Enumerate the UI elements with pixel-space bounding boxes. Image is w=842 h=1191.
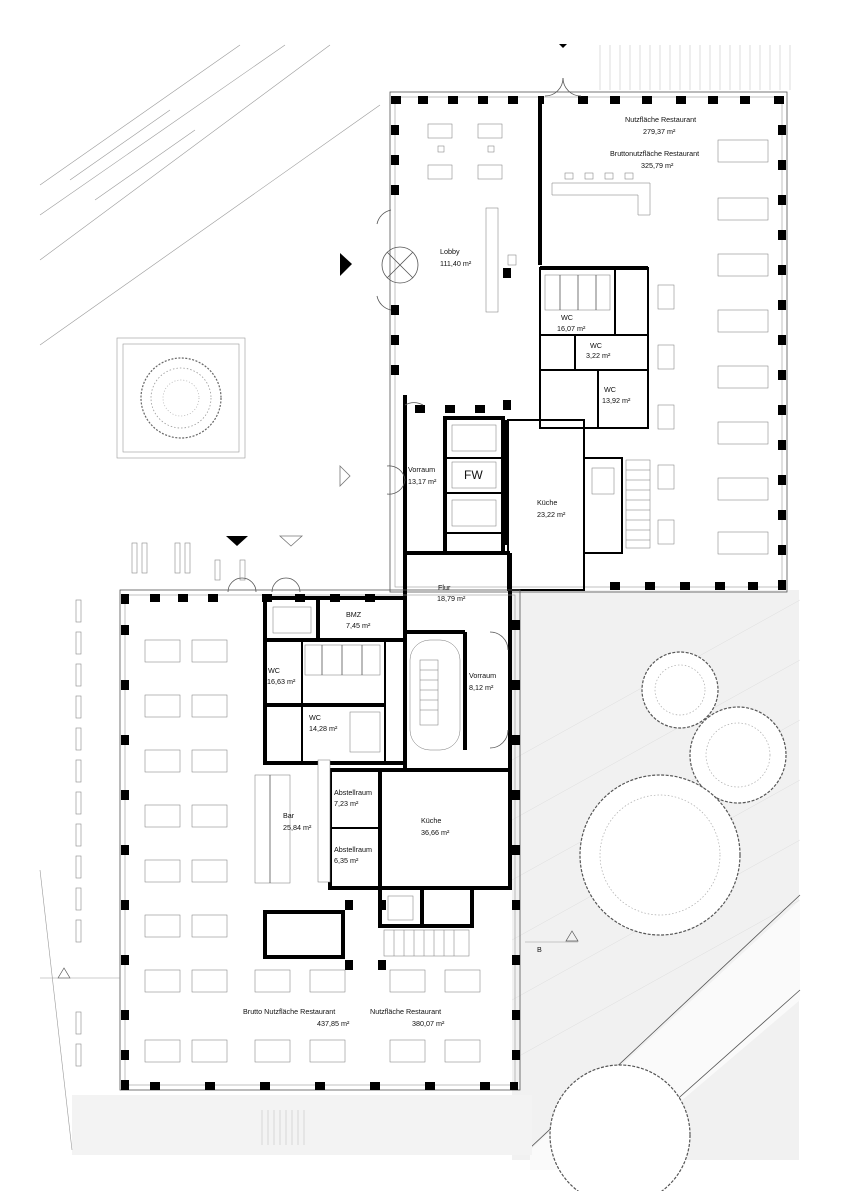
bar-area: 25,84 m² (283, 823, 312, 832)
kueche-top-area: 23,22 m² (537, 510, 566, 519)
restaurant-bottom-gross-label: Brutto Nutzfläche Restaurant (243, 1007, 335, 1016)
flur-area: 18,79 m² (437, 594, 466, 603)
kueche-bottom-area: 36,66 m² (421, 828, 450, 837)
restaurant-bottom-net-area: 380,07 m² (412, 1019, 445, 1028)
vorraum-bottom-name: Vorraum (469, 671, 496, 680)
wc-bottom-2-name: WC (309, 713, 321, 722)
bmz-name: BMZ (346, 610, 362, 619)
lobby-area: 111,40 m² (440, 259, 472, 268)
bar-name: Bar (283, 811, 295, 820)
wc-bottom-1-area: 16,63 m² (267, 677, 296, 686)
flur-name: Flur (438, 583, 451, 592)
wc-bottom-1-name: WC (268, 666, 280, 675)
vorraum-bottom-area: 8,12 m² (469, 683, 494, 692)
restaurant-bottom-gross-area: 437,85 m² (317, 1019, 350, 1028)
bmz-area: 7,45 m² (346, 621, 371, 630)
restaurant-top-net-area: 279,37 m² (643, 127, 676, 136)
lower-building (40, 535, 579, 1091)
restaurant-top-gross-label: Bruttonutzfläche Restaurant (610, 149, 699, 158)
upper-building (339, 77, 788, 593)
lobby-name: Lobby (440, 247, 460, 256)
wc-top-3-area: 13,92 m² (602, 396, 631, 405)
kueche-bottom-name: Küche (421, 816, 441, 825)
abstellraum-2-area: 6,35 m² (334, 856, 359, 865)
wc-top-1-name: WC (561, 313, 573, 322)
vorraum-top-area: 13,17 m² (408, 477, 437, 486)
kueche-top-name: Küche (537, 498, 557, 507)
restaurant-top-net-label: Nutzfläche Restaurant (625, 115, 696, 124)
restaurant-bottom-net-label: Nutzfläche Restaurant (370, 1007, 441, 1016)
vorraum-top-name: Vorraum (408, 465, 435, 474)
wc-top-3-name: WC (604, 385, 616, 394)
site-context (39, 44, 801, 1191)
wc-top-2-area: 3,22 m² (586, 351, 611, 360)
abstellraum-1-area: 7,23 m² (334, 799, 359, 808)
room-labels: Lobby 111,40 m² Nutzfläche Restaurant 27… (243, 115, 699, 1028)
connector (403, 551, 512, 770)
fw-label: FW (464, 468, 483, 482)
wc-top-2-name: WC (590, 341, 602, 350)
abstellraum-1-name: Abstellraum (334, 788, 372, 797)
restaurant-top-gross-area: 325,79 m² (641, 161, 674, 170)
abstellraum-2-name: Abstellraum (334, 845, 372, 854)
section-marker-b: B (537, 945, 542, 954)
wc-bottom-2-area: 14,28 m² (309, 724, 338, 733)
wc-top-1-area: 16,07 m² (557, 324, 586, 333)
